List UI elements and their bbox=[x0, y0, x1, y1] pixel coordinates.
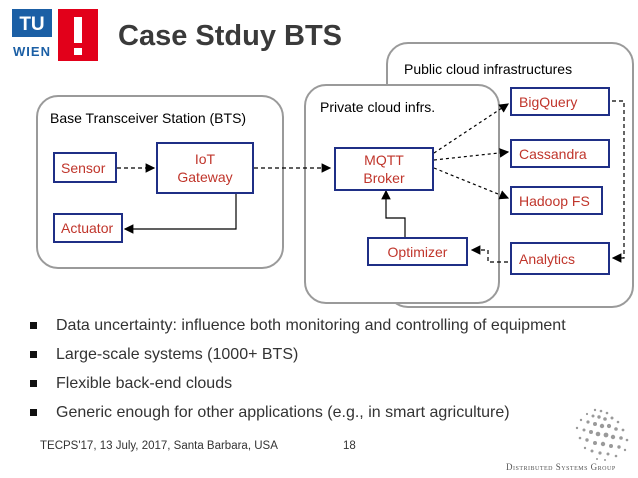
cassandra-box: Cassandra bbox=[510, 139, 610, 168]
hadoop-fs-label: Hadoop FS bbox=[519, 192, 590, 209]
dsg-dots-logo bbox=[575, 408, 629, 461]
logo-tu-text: TU bbox=[19, 14, 44, 35]
hadoop-fs-box: Hadoop FS bbox=[510, 186, 603, 215]
public-cloud-label: Public cloud infrastructures bbox=[404, 61, 573, 77]
sensor-label: Sensor bbox=[61, 159, 106, 176]
bts-label: Base Transceiver Station (BTS) bbox=[50, 110, 247, 126]
bullet-item: Large-scale systems (1000+ BTS) bbox=[30, 345, 590, 365]
analytics-label: Analytics bbox=[519, 250, 576, 267]
arrow-bigquery-analytics bbox=[611, 100, 625, 263]
iot-gateway-label-line2: Gateway bbox=[177, 169, 233, 185]
actuator-box: Actuator bbox=[53, 213, 123, 243]
sensor-box: Sensor bbox=[53, 152, 117, 183]
footer-conference: TECPS'17, 13 July, 2017, Santa Barbara, … bbox=[40, 440, 278, 452]
optimizer-label: Optimizer bbox=[387, 243, 448, 260]
arrow-optimizer-mqtt bbox=[381, 189, 406, 237]
bullet-item: Flexible back-end clouds bbox=[30, 374, 590, 394]
iot-gateway-label-line1: IoT bbox=[194, 151, 216, 167]
optimizer-box: Optimizer bbox=[367, 237, 468, 266]
cassandra-label: Cassandra bbox=[519, 145, 587, 162]
arrow-mqtt-hadoop bbox=[433, 167, 510, 200]
page-title: Case Stduy BTS bbox=[118, 20, 342, 52]
arrow-gateway-actuator bbox=[123, 180, 237, 234]
analytics-box: Analytics bbox=[510, 242, 610, 275]
mqtt-broker-label-line2: Broker bbox=[363, 170, 405, 186]
bigquery-box: BigQuery bbox=[510, 87, 610, 116]
bullet-item: Generic enough for other applications (e… bbox=[30, 403, 590, 423]
logo-wien-text: WIEN bbox=[13, 44, 51, 59]
footer-page-number: 18 bbox=[343, 440, 356, 452]
arrow-mqtt-bigquery bbox=[433, 103, 510, 154]
mqtt-broker-label-line1: MQTT bbox=[364, 152, 404, 168]
private-cloud-label: Private cloud infrs. bbox=[320, 99, 436, 115]
arrow-mqtt-cassandra bbox=[433, 148, 510, 161]
private-cloud-panel bbox=[304, 84, 500, 304]
mqtt-broker-box: MQTT Broker bbox=[334, 147, 434, 191]
bullet-item: Data uncertainty: influence both monitor… bbox=[30, 316, 590, 336]
actuator-label: Actuator bbox=[61, 220, 114, 236]
group-name: Distributed Systems Group bbox=[506, 462, 616, 472]
arrow-analytics-optimizer bbox=[470, 245, 508, 263]
tu-wien-logo: TU WIEN bbox=[12, 9, 100, 61]
bigquery-label: BigQuery bbox=[519, 93, 578, 110]
iot-gateway-box: IoT Gateway bbox=[156, 142, 254, 194]
bullet-list: Data uncertainty: influence both monitor… bbox=[30, 316, 590, 432]
